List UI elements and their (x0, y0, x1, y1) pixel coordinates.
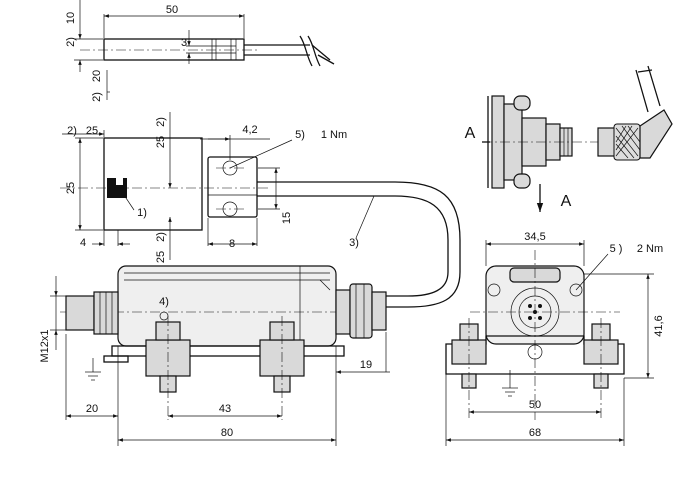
note-1: 1) (137, 207, 147, 219)
section-a-arrow-label: A (561, 193, 572, 210)
note-mid-2-c: 2) (155, 232, 167, 242)
note-4: 4) (159, 296, 169, 308)
dim-front-43: 43 (219, 403, 231, 415)
dim-mid-25-lower: 25 (155, 251, 167, 263)
dim-end-68: 68 (529, 427, 541, 439)
dim-front-20: 20 (86, 403, 98, 415)
note-end-torque: 2 Nm (637, 243, 663, 255)
knurled-nut (613, 123, 641, 161)
note-mid-2-b: 2) (155, 117, 167, 127)
dim-mid-8: 8 (229, 238, 235, 250)
note-end-5: 5 ) (610, 243, 623, 255)
dim-thread: M12x1 (39, 329, 51, 362)
dim-top-50: 50 (166, 4, 178, 16)
dim-end-41-6: 41,6 (653, 315, 665, 336)
dim-mid-4: 4 (80, 237, 86, 249)
dim-top-10: 10 (65, 12, 77, 24)
mid-plan-view (60, 112, 461, 308)
note-top-2-a: 2) (65, 37, 77, 47)
note-mid-5: 5) (295, 129, 305, 141)
dim-top-3: 3 (181, 37, 187, 49)
dim-end-50: 50 (529, 399, 541, 411)
note-3: 3) (349, 237, 359, 249)
dim-mid-25-upper: 25 (155, 136, 167, 148)
dim-front-80: 80 (221, 427, 233, 439)
dim-mid-25-left: 25 (65, 182, 77, 194)
dim-top-20: 20 (91, 70, 103, 82)
note-mid-2-a: 2) (67, 125, 77, 137)
end-view (445, 240, 654, 446)
note-top-2-b: 2) (91, 92, 103, 102)
note-mid-torque: 1 Nm (321, 129, 347, 141)
dim-mid-25-top: 25 (86, 125, 98, 137)
front-housing-view (50, 265, 390, 446)
dim-end-34-5: 34,5 (524, 231, 545, 243)
dim-mid-15: 15 (281, 212, 293, 224)
top-side-view (74, 0, 335, 100)
dim-front-19: 19 (360, 359, 372, 371)
dim-mid-4-2: 4,2 (242, 124, 257, 136)
section-a-view (482, 65, 673, 212)
section-a-left-label: A (465, 125, 476, 142)
